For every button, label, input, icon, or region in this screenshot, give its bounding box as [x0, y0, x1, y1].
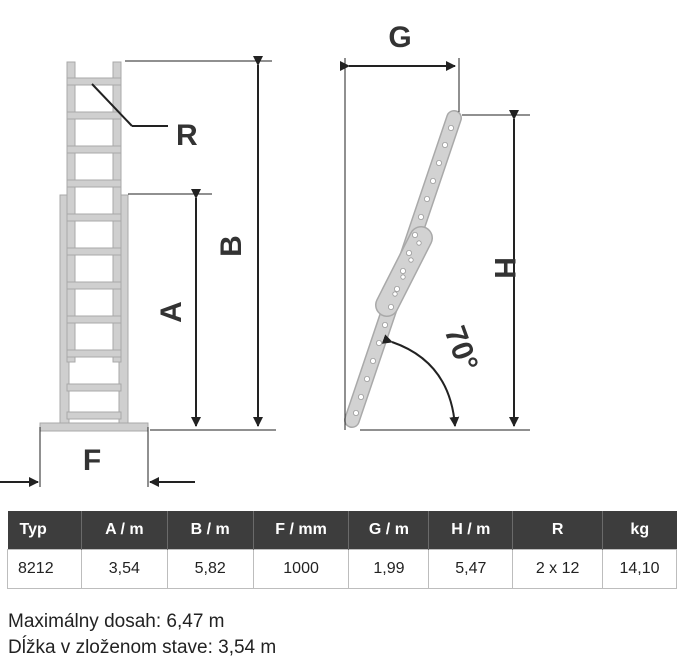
label-a: A [155, 301, 188, 323]
cell-h: 5,47 [428, 549, 514, 589]
cell-r: 2 x 12 [512, 549, 604, 589]
spec-table: Typ A / m B / m F / mm G / m H / m R kg … [7, 511, 677, 589]
col-header-h: H / m [428, 511, 513, 550]
col-header-kg: kg [602, 511, 677, 550]
note-max-reach: Maximálny dosah: 6,47 m [8, 611, 225, 632]
cell-kg: 14,10 [602, 549, 677, 589]
col-header-b: B / m [166, 511, 254, 550]
ladder-dimension-diagram: R A B F G [0, 21, 530, 487]
col-header-f: F / mm [252, 511, 349, 550]
label-h: H [488, 257, 521, 279]
col-header-g: G / m [348, 511, 429, 550]
table-header-row: Typ A / m B / m F / mm G / m H / m R kg [7, 511, 677, 550]
col-header-r: R [512, 511, 603, 550]
front-view-ladder [39, 61, 149, 432]
cell-b: 5,82 [166, 549, 254, 589]
col-header-typ: Typ [7, 511, 82, 550]
angle-arc [381, 334, 460, 427]
label-f: F [83, 444, 101, 477]
label-g: G [388, 21, 411, 54]
side-view-ladder [344, 110, 462, 428]
r-pointer-line [91, 83, 133, 127]
note-folded-length: Dĺžka v zloženom stave: 3,54 m [8, 637, 277, 658]
col-header-a: A / m [80, 511, 168, 550]
notes: Maximálny dosah: 6,47 m Dĺžka v zloženom… [8, 609, 276, 661]
cell-f: 1000 [252, 549, 350, 589]
label-angle: 70° [438, 322, 485, 376]
table-row: 8212 3,54 5,82 1000 1,99 5,47 2 x 12 14,… [7, 549, 677, 589]
cell-a: 3,54 [80, 549, 168, 589]
label-b: B [215, 235, 248, 257]
cell-typ: 8212 [7, 549, 82, 589]
label-r: R [176, 119, 198, 152]
cell-g: 1,99 [348, 549, 430, 589]
